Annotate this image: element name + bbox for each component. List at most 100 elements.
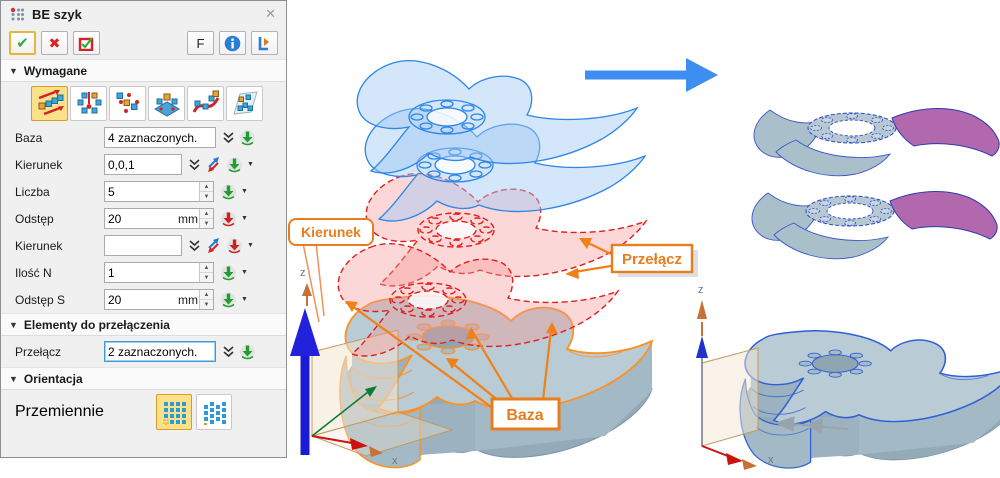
info-icon	[224, 35, 241, 51]
kierunek2-input[interactable]	[105, 237, 181, 254]
pattern-face-button[interactable]	[148, 85, 185, 121]
picker-chevron-icon[interactable]	[188, 239, 201, 252]
pattern-circular-icon	[77, 92, 101, 114]
przemiennie-label: Przemiennie	[15, 403, 104, 420]
left-axis-triad: x z	[290, 267, 454, 467]
hidden-direction-arrow	[774, 416, 849, 434]
ilosc-n-input[interactable]	[105, 264, 199, 281]
pattern-point-button[interactable]	[109, 85, 146, 121]
liczba-row: Liczba ▲▼ ▼	[1, 178, 286, 205]
pattern-circular-button[interactable]	[70, 85, 107, 121]
baza-row: Baza	[1, 124, 286, 151]
apply-button[interactable]	[73, 31, 100, 55]
preview-instances-blue[interactable]	[356, 60, 646, 222]
inherit-red-icon[interactable]	[220, 211, 237, 227]
odstep-s-stepper[interactable]: ▲▼	[199, 290, 213, 309]
section-elementy[interactable]: ▼ Elementy do przełączenia	[1, 313, 286, 336]
kierunek2-row: Kierunek ▼	[1, 232, 286, 259]
x-axis-label: x	[392, 455, 398, 467]
direction-flip-icon[interactable]	[205, 157, 222, 172]
kierunek1-label: Kierunek	[15, 157, 63, 172]
result-solid-model[interactable]	[739, 330, 1000, 469]
section-wymagane[interactable]: ▼ Wymagane	[1, 59, 286, 82]
callout-przelacz: Przełącz	[565, 238, 698, 279]
callout-kierunek-text: Kierunek	[301, 224, 361, 240]
x-axis-label: x	[768, 454, 774, 466]
pattern-dialog: BE szyk ✕ ✔ ✖ F ▼ Wyma	[0, 0, 287, 458]
odstep-row: Odstęp mm ▲▼ ▼	[1, 205, 286, 232]
grid-staggered-icon	[203, 402, 226, 425]
result-flat-models[interactable]	[751, 108, 1000, 260]
dropdown-caret-icon[interactable]: ▼	[241, 269, 248, 276]
pattern-point-icon	[116, 92, 139, 113]
section-wymagane-label: Wymagane	[23, 63, 88, 78]
picker-chevron-icon[interactable]	[222, 345, 235, 358]
kierunek1-input[interactable]	[105, 156, 181, 173]
z-axis-label: z	[698, 284, 704, 296]
odstep-s-label: Odstęp S	[15, 292, 66, 307]
viewport-3d[interactable]: x z z x	[287, 0, 1000, 478]
direction-flip-icon[interactable]	[205, 238, 222, 253]
x-axis-arrow-icon	[369, 446, 383, 457]
cancel-button[interactable]: ✖	[41, 31, 68, 55]
dialog-titlebar: BE szyk ✕	[1, 1, 286, 27]
odstep-s-unit: mm	[178, 292, 198, 307]
odstep-unit: mm	[178, 211, 198, 226]
picker-chevron-icon[interactable]	[222, 131, 235, 144]
exit-input-button[interactable]	[251, 31, 278, 55]
x-axis	[311, 435, 353, 444]
baza-label: Baza	[15, 130, 43, 145]
inherit-green-icon[interactable]	[220, 265, 237, 281]
exit-input-icon	[258, 36, 269, 50]
przelacz-input[interactable]	[105, 343, 215, 360]
baza-input[interactable]	[105, 129, 215, 146]
inherit-green-icon[interactable]	[220, 292, 237, 308]
pattern-curve-button[interactable]	[187, 85, 224, 121]
dropdown-caret-icon[interactable]: ▼	[241, 215, 248, 222]
liczba-input[interactable]	[105, 183, 199, 200]
dropdown-caret-icon[interactable]: ▼	[241, 296, 248, 303]
inherit-green-icon[interactable]	[239, 344, 256, 360]
odstep-stepper[interactable]: ▲▼	[199, 209, 213, 228]
inherit-green-icon[interactable]	[220, 184, 237, 200]
callout-przelacz-text: Przełącz	[622, 251, 682, 268]
liczba-stepper[interactable]: ▲▼	[199, 182, 213, 201]
ilosc-n-row: Ilość N ▲▼ ▼	[1, 259, 286, 286]
grid-staggered-button[interactable]	[195, 394, 232, 430]
pattern-dialog-icon	[10, 7, 24, 21]
ok-button[interactable]: ✔	[9, 31, 36, 55]
f-button[interactable]: F	[187, 31, 214, 55]
pattern-linear-icon	[38, 90, 64, 116]
dropdown-caret-icon[interactable]: ▼	[241, 188, 248, 195]
grid-regular-button[interactable]	[155, 394, 192, 430]
apply-check-icon	[78, 37, 94, 51]
picker-chevron-icon[interactable]	[188, 158, 201, 171]
info-button[interactable]	[219, 31, 246, 55]
transform-arrow	[585, 58, 718, 92]
przelacz-label: Przełącz	[15, 344, 62, 359]
collapse-triangle-icon: ▼	[9, 65, 18, 76]
section-orientacja[interactable]: ▼ Orientacja	[1, 367, 286, 390]
przelacz-row: Przełącz	[1, 336, 286, 367]
ilosc-n-label: Ilość N	[15, 265, 52, 280]
odstep-label: Odstęp	[15, 211, 54, 226]
pattern-surface-button[interactable]	[226, 85, 263, 121]
odstep-s-input[interactable]	[105, 291, 178, 308]
right-axis-triad: z x	[696, 284, 849, 470]
grid-regular-icon	[163, 402, 186, 425]
dropdown-caret-icon[interactable]: ▼	[247, 242, 254, 249]
callout-baza-text: Baza	[506, 407, 543, 424]
inherit-red-icon[interactable]	[226, 238, 243, 254]
odstep-input[interactable]	[105, 210, 178, 227]
pattern-linear-button[interactable]	[31, 85, 68, 121]
close-icon[interactable]: ✕	[265, 6, 276, 21]
ilosc-n-stepper[interactable]: ▲▼	[199, 263, 213, 282]
pattern-type-row	[1, 82, 286, 124]
inherit-green-icon[interactable]	[239, 130, 256, 146]
pattern-curve-icon	[192, 90, 219, 113]
kierunek2-label: Kierunek	[15, 238, 63, 253]
liczba-label: Liczba	[15, 184, 50, 199]
inherit-green-icon[interactable]	[226, 157, 243, 173]
dropdown-caret-icon[interactable]: ▼	[247, 161, 254, 168]
dialog-title: BE szyk	[32, 6, 82, 22]
